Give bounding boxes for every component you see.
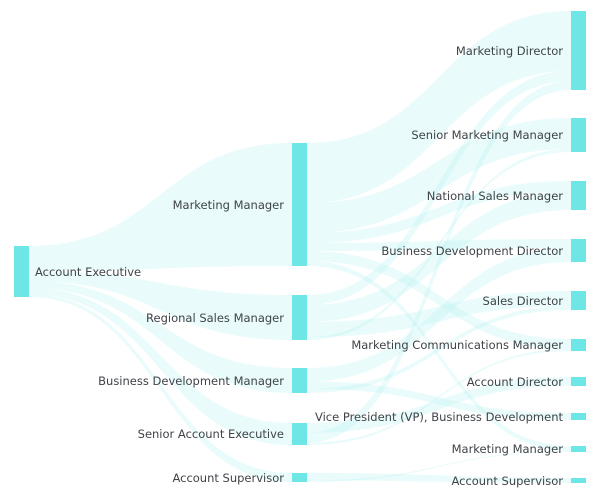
- node-label-smm: Senior Marketing Manager: [411, 128, 563, 142]
- node-as[interactable]: [292, 473, 307, 482]
- link-sae-md: [307, 81, 571, 443]
- node-label-md: Marketing Director: [455, 43, 563, 58]
- link-rsm-nsm: [307, 191, 571, 322]
- link-as-mm2: [307, 451, 571, 482]
- link-mm-nsm: [307, 181, 571, 243]
- link-ae-mm: [29, 143, 292, 271]
- link-mm-mm2: [307, 261, 571, 451]
- node-label-rsm: Regional Sales Manager: [146, 310, 284, 325]
- link-as-as2: [307, 473, 571, 483]
- link-mm-md: [307, 11, 571, 203]
- node-sae[interactable]: [292, 423, 307, 445]
- link-bdm-sd: [307, 306, 571, 393]
- node-nsm[interactable]: [571, 181, 586, 210]
- node-label-nsm: National Sales Manager: [426, 188, 563, 203]
- node-rsm[interactable]: [292, 295, 307, 340]
- node-mm[interactable]: [292, 143, 307, 266]
- link-rsm-sd: [307, 291, 571, 337]
- node-sd[interactable]: [571, 291, 586, 310]
- node-bdd[interactable]: [571, 239, 586, 262]
- node-label-as: Account Supervisor: [172, 470, 284, 485]
- node-label-mcm: Marketing Communications Manager: [351, 338, 563, 352]
- node-label-mm: Marketing Manager: [172, 197, 284, 212]
- node-ad[interactable]: [571, 377, 586, 386]
- link-mm-mcm: [307, 251, 571, 349]
- link-ae-as: [29, 294, 292, 482]
- node-label-mm2: Marketing Manager: [451, 442, 563, 456]
- link-mm-smm: [307, 118, 571, 233]
- link-ae-bdm: [29, 281, 292, 393]
- node-label-bdm: Business Development Manager: [98, 373, 284, 388]
- node-label-bdd: Business Development Director: [381, 243, 563, 258]
- node-ae[interactable]: [14, 246, 29, 297]
- node-label-ae: Account Executive: [35, 264, 142, 279]
- node-label-ad: Account Director: [466, 374, 563, 389]
- node-mm2[interactable]: [571, 446, 586, 452]
- link-rsm-smm: [307, 148, 571, 340]
- link-bdm-bdd: [307, 247, 571, 382]
- node-smm[interactable]: [571, 118, 586, 152]
- node-label-vp: Vice President (VP), Business Developmen…: [314, 409, 563, 424]
- node-md[interactable]: [571, 11, 586, 90]
- link-sae-ad: [307, 377, 571, 433]
- link-ae-rsm: [29, 271, 292, 340]
- sankey-links: [29, 11, 571, 483]
- node-label-sae: Senior Account Executive: [137, 427, 284, 441]
- node-mcm[interactable]: [571, 339, 586, 351]
- node-label-as2: Account Supervisor: [451, 473, 563, 488]
- sankey-nodes: [14, 11, 586, 483]
- link-bdm-vp: [307, 381, 571, 420]
- link-ae-sae: [29, 288, 292, 445]
- node-as2[interactable]: [571, 478, 586, 483]
- link-mm-bdd: [307, 239, 571, 251]
- node-bdm[interactable]: [292, 368, 307, 393]
- node-vp[interactable]: [571, 413, 586, 420]
- node-label-sd: Sales Director: [482, 293, 563, 308]
- link-rsm-md: [307, 71, 571, 305]
- link-sae-mcm: [307, 349, 571, 445]
